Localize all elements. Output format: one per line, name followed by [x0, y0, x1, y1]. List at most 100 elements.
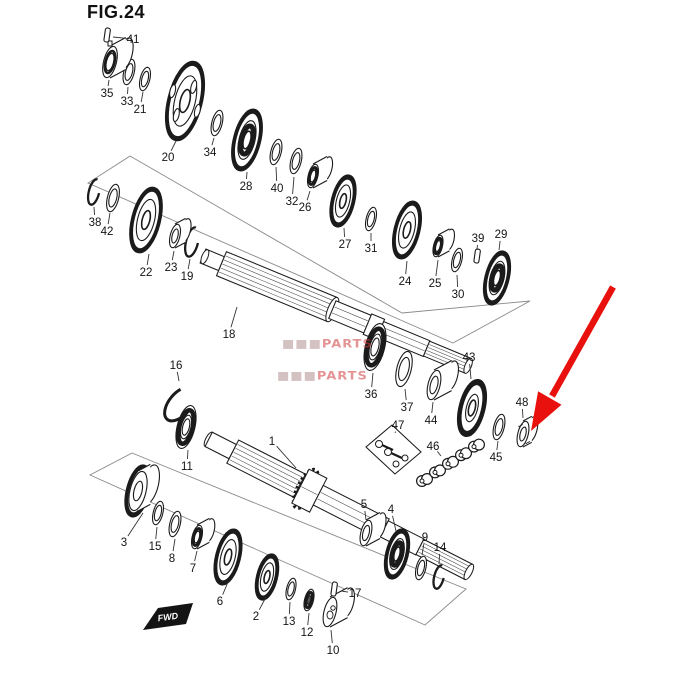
part-label-9: 9	[422, 532, 428, 544]
part-26	[306, 155, 334, 189]
part-31	[364, 206, 378, 232]
part-8	[168, 510, 182, 538]
watermark: ■■■PARTS	[282, 337, 373, 352]
part-24	[391, 200, 423, 260]
part-17	[330, 581, 338, 597]
part-label-17: 17	[349, 588, 362, 600]
part-label-30: 30	[452, 289, 465, 301]
part-14	[432, 564, 446, 590]
part-5	[359, 511, 387, 547]
part-6	[213, 528, 243, 586]
part-label-37: 37	[401, 402, 414, 414]
part-23	[168, 217, 192, 249]
part-37	[395, 350, 413, 388]
part-36	[363, 323, 387, 371]
part-label-22: 22	[140, 267, 153, 279]
part-label-14: 14	[434, 542, 447, 554]
part-4	[383, 528, 411, 580]
part-label-31: 31	[365, 243, 378, 255]
part-12	[303, 588, 315, 612]
watermark: ■■■PARTS	[277, 369, 368, 384]
part-45	[492, 413, 506, 441]
part-28	[231, 108, 263, 172]
fwd-indicator: FWD	[143, 603, 193, 630]
part-21	[138, 66, 152, 92]
part-label-16: 16	[170, 360, 183, 372]
part-label-18: 18	[223, 329, 236, 341]
part-label-19: 19	[181, 271, 194, 283]
part-39	[473, 248, 481, 264]
part-label-21: 21	[134, 104, 147, 116]
part-label-26: 26	[299, 202, 312, 214]
part-label-4: 4	[388, 504, 395, 516]
part-32	[289, 147, 303, 175]
part-label-2: 2	[253, 611, 259, 623]
part-label-43: 43	[463, 352, 476, 364]
part-label-45: 45	[490, 452, 503, 464]
part-25	[432, 228, 456, 258]
part-20	[164, 60, 206, 142]
part-10	[322, 587, 356, 628]
part-label-6: 6	[217, 596, 223, 608]
part-label-8: 8	[169, 553, 175, 565]
part-label-48: 48	[516, 397, 529, 409]
part-35	[102, 37, 134, 79]
part-2	[254, 553, 280, 601]
part-label-39: 39	[472, 233, 485, 245]
part-42	[106, 183, 120, 213]
fwd-label: FWD	[157, 611, 179, 624]
part-label-23: 23	[165, 262, 178, 274]
part-13	[285, 577, 297, 601]
part-43	[456, 378, 488, 438]
part-label-7: 7	[190, 563, 196, 575]
part-label-46: 46	[427, 441, 440, 453]
part-label-1: 1	[269, 436, 275, 448]
part-label-3: 3	[121, 537, 127, 549]
part-30	[450, 247, 464, 273]
part-3	[124, 463, 161, 518]
part-label-11: 11	[181, 461, 193, 473]
part-47	[365, 424, 422, 475]
part-15	[151, 500, 165, 526]
part-label-42: 42	[101, 226, 114, 238]
part-label-13: 13	[283, 616, 296, 628]
part-34	[210, 109, 224, 137]
part-label-27: 27	[339, 239, 352, 251]
part-22	[129, 186, 163, 254]
part-38	[86, 178, 102, 206]
part-29	[482, 250, 512, 306]
part-label-33: 33	[121, 96, 134, 108]
part-label-47: 47	[392, 420, 405, 432]
part-44	[426, 360, 460, 401]
part-41	[103, 27, 111, 43]
part-label-28: 28	[240, 181, 253, 193]
part-18	[199, 248, 473, 374]
part-label-15: 15	[149, 541, 162, 553]
part-label-36: 36	[365, 389, 378, 401]
part-label-5: 5	[361, 499, 367, 511]
part-27	[329, 174, 357, 228]
part-label-38: 38	[89, 217, 102, 229]
part-label-44: 44	[425, 415, 438, 427]
part-9	[414, 555, 428, 581]
part-label-35: 35	[101, 88, 114, 100]
part-label-40: 40	[271, 183, 284, 195]
part-label-34: 34	[204, 147, 217, 159]
part-label-41: 41	[127, 34, 140, 46]
part-label-24: 24	[399, 276, 412, 288]
part-label-25: 25	[429, 278, 442, 290]
part-label-32: 32	[286, 196, 299, 208]
assembly-box	[88, 452, 467, 626]
part-40	[269, 138, 283, 166]
highlight-arrow	[531, 285, 616, 431]
part-46	[416, 438, 486, 488]
part-label-12: 12	[301, 627, 314, 639]
assembly-box	[87, 155, 531, 344]
part-7	[190, 517, 216, 550]
figure-title: FIG.24	[87, 2, 146, 22]
part-label-10: 10	[327, 645, 340, 657]
part-label-20: 20	[162, 152, 175, 164]
part-11	[175, 404, 197, 450]
